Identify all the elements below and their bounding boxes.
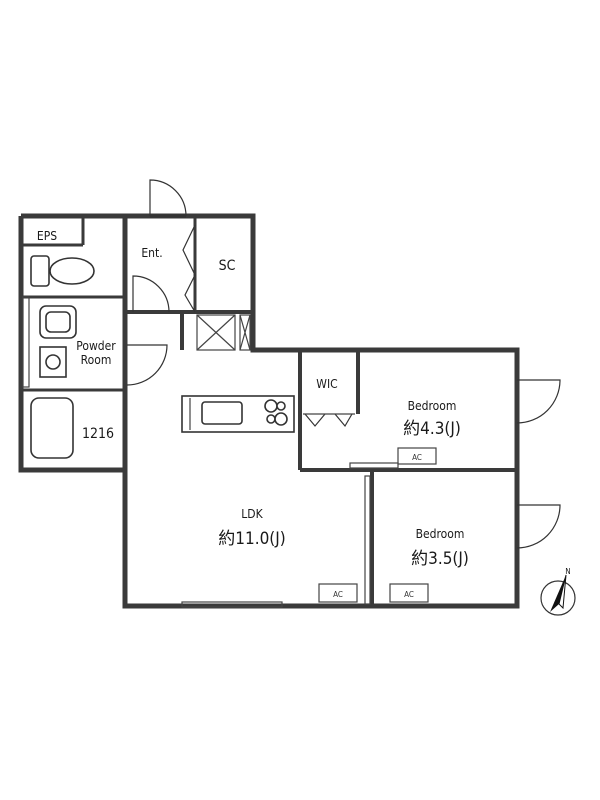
ac-units: AC AC AC (318, 447, 437, 603)
bedroom1-name: Bedroom (408, 399, 457, 413)
ac-label-bedroom2: AC (404, 590, 414, 599)
ldk-name: LDK (241, 507, 263, 521)
bedroom2-name: Bedroom (416, 527, 465, 541)
exterior-walls (18, 213, 520, 609)
bedroom2-size: 約3.5(J) (411, 549, 469, 569)
ac-label-bedroom1: AC (412, 453, 422, 462)
ldk-size: 約11.0(J) (218, 529, 286, 549)
powder-room-label-line1: Powder (76, 339, 116, 353)
north-label: N (565, 567, 570, 576)
bath-label: 1216 (82, 426, 114, 442)
doors (126, 179, 561, 549)
fixtures (30, 255, 295, 459)
ac-label-ldk: AC (333, 590, 343, 599)
room-labels: EPS Ent. SC Powder Room 1216 WIC Bedroom… (37, 229, 469, 569)
entrance-label: Ent. (141, 246, 162, 260)
eps-label: EPS (37, 229, 57, 243)
compass: N (540, 567, 576, 616)
interior-walls (21, 216, 517, 608)
bedroom1-size: 約4.3(J) (403, 419, 461, 439)
powder-room-label-line2: Room (81, 353, 112, 367)
wic-label: WIC (316, 377, 337, 391)
shoe-closet-label: SC (219, 258, 236, 274)
